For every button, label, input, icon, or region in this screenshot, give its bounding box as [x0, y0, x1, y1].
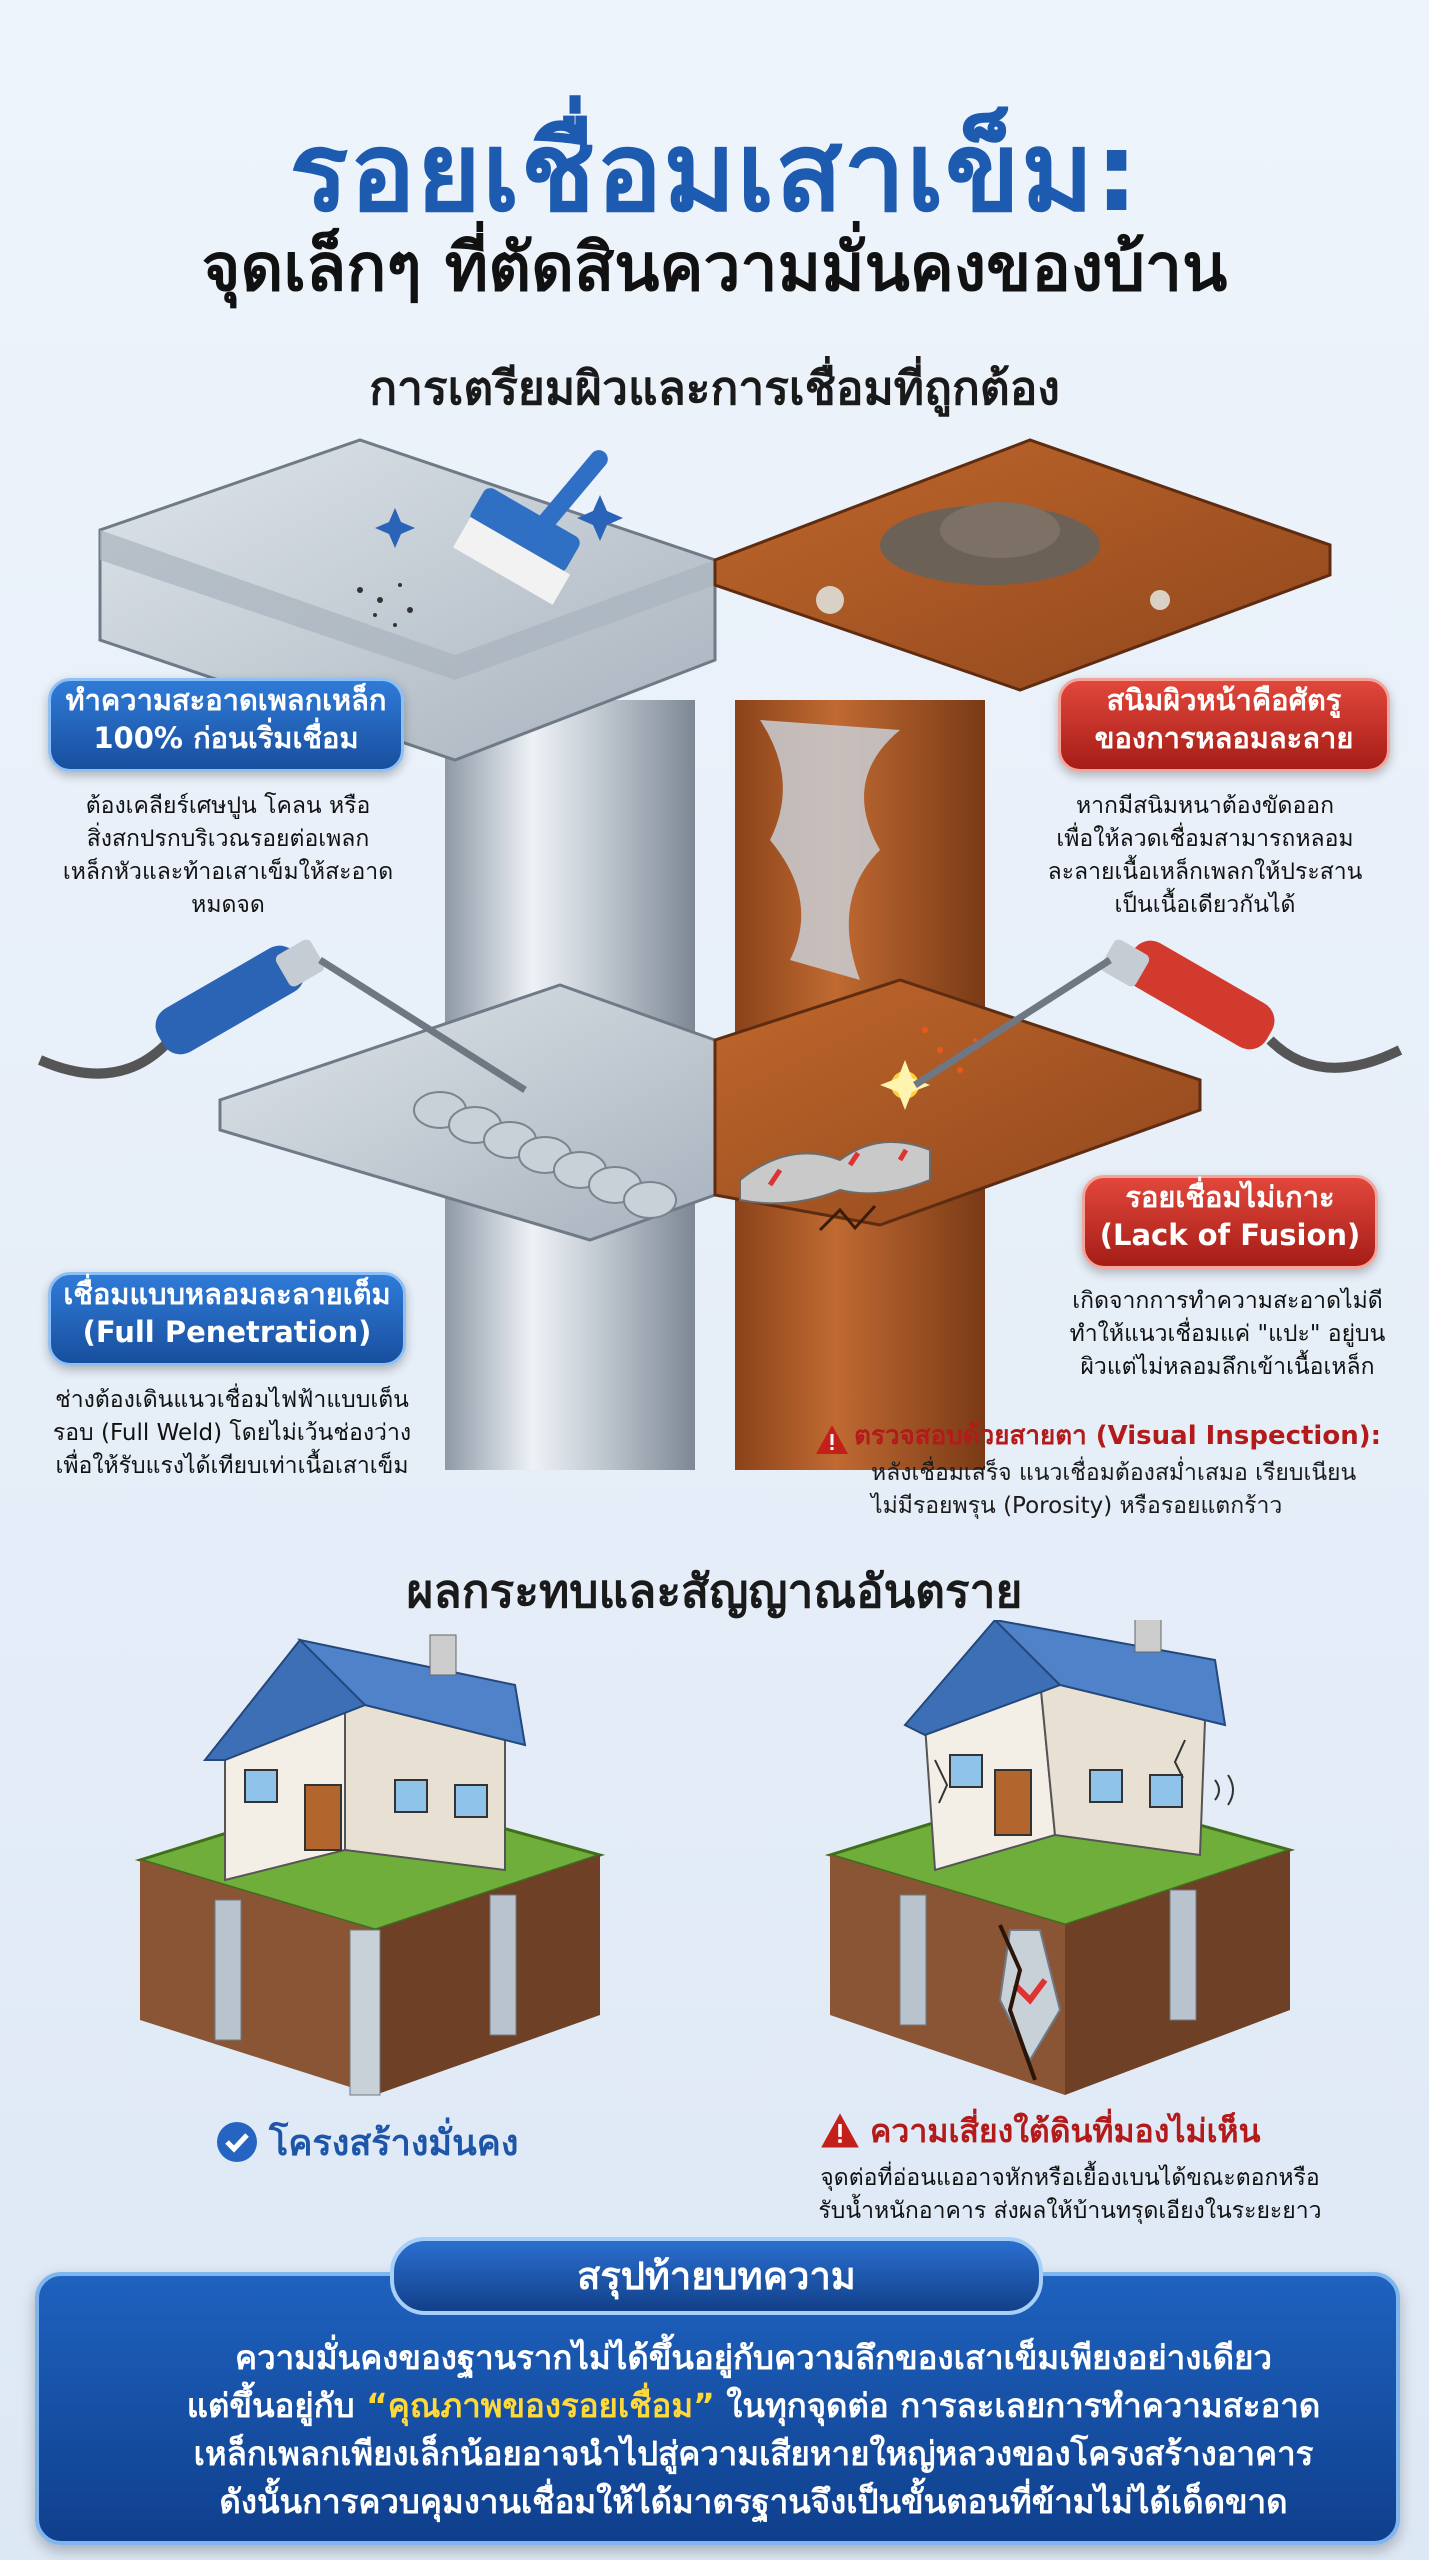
- hidden-risk-description: จุดต่อที่อ่อนแออาจหักหรือเยื้องเบนได้ขณะ…: [818, 2165, 1322, 2224]
- visual-inspection-title: ตรวจสอบด้วยสายตา (Visual Inspection):: [854, 1421, 1381, 1451]
- visual-inspection-desc: หลังเชื่อมเสร็จ แนวเชื่อมต้องสม่ำเสมอ เร…: [871, 1459, 1357, 1486]
- poor-weld-bead: [739, 1141, 931, 1232]
- full-penetration-description: ช่างต้องเดินแนวเชื่อมไฟฟ้าแบบเต็นรอบ (Fu…: [52, 1387, 412, 1479]
- house-comparison-illustration: [134, 1620, 1296, 2096]
- wire-brush-icon: [453, 450, 608, 605]
- section-heading-impact: ผลกระทบและสัญญาณอันตราย: [406, 1564, 1023, 1618]
- red-welding-torch-icon: [913, 939, 1403, 1088]
- summary-line-3: เหล็กเพลกเพียงเล็กน้อยอาจนำไปสู่ความเสีย…: [193, 2434, 1314, 2473]
- clean-plate-callout: ทำความสะอาดเพลกเหล็ก 100% ก่อนเริ่มเชื่อ…: [48, 678, 404, 772]
- stable-structure-label: โครงสร้างมั่นคง: [215, 2118, 518, 2166]
- sparkle-icon: [577, 495, 623, 541]
- sparkle-icon: [375, 508, 415, 548]
- summary-heading: สรุปท้ายบทความ: [390, 2237, 1043, 2315]
- lack-of-fusion-callout: รอยเชื่อมไม่เกาะ (Lack of Fusion): [1082, 1175, 1378, 1269]
- summary-line-1: ความมั่นคงของฐานรากไม่ได้ขึ้นอยู่กับความ…: [235, 2338, 1272, 2377]
- warning-icon: [816, 1424, 848, 1454]
- summary-line-2: แต่ขึ้นอยู่กับ “คุณภาพของรอยเชื่อม” ในทุ…: [186, 2386, 1321, 2425]
- summary-highlight: “คุณภาพของรอยเชื่อม”: [366, 2386, 715, 2425]
- main-subtitle: จุดเล็กๆ ที่ตัดสินความมั่นคงของบ้าน: [201, 229, 1228, 306]
- summary-line-4: ดังนั้นการควบคุมงานเชื่อมให้ได้มาตรฐานจึ…: [219, 2482, 1288, 2521]
- spark-icon: [880, 1027, 977, 1110]
- sinking-house-illustration: [824, 1620, 1296, 2095]
- main-title: รอยเชื่อมเสาเข็ม:: [289, 108, 1140, 236]
- check-circle-icon: [217, 2122, 257, 2162]
- blue-welding-torch-icon: [37, 939, 527, 1093]
- clean-plate-description: ต้องเคลียร์เศษปูน โคลน หรือสิ่งสกปรกบริเ…: [62, 793, 394, 918]
- ground-crack: [998, 1924, 1037, 2081]
- visual-inspection-desc: ไม่มีรอยพรุน (Porosity) หรือรอยแตกร้าว: [871, 1492, 1283, 1519]
- rust-enemy-callout: สนิมผิวหน้าคือศัตรู ของการหลอมละลาย: [1058, 678, 1390, 772]
- warning-icon: [821, 2113, 859, 2148]
- crack-line: [818, 1204, 877, 1232]
- section-heading-preparation: การเตรียมผิวและการเชื่อมที่ถูกต้อง: [369, 361, 1060, 415]
- lack-of-fusion-description: เกิดจากการทำความสะอาดไม่ดีทำให้แนวเชื่อม…: [1069, 1288, 1386, 1380]
- visual-inspection-note: ตรวจสอบด้วยสายตา (Visual Inspection): หล…: [815, 1415, 1415, 1523]
- full-penetration-callout: เชื่อมแบบหลอมละลายเต็ม (Full Penetration…: [48, 1272, 406, 1366]
- full-weld-bead: [413, 1091, 677, 1219]
- summary-box: ความมั่นคงของฐานรากไม่ได้ขึ้นอยู่กับความ…: [35, 2272, 1400, 2545]
- hidden-risk-label: ความเสี่ยงใต้ดินที่มองไม่เห็น: [818, 2107, 1260, 2155]
- rust-enemy-description: หากมีสนิมหนาต้องขัดออกเพื่อให้ลวดเชื่อมส…: [1047, 793, 1363, 918]
- stable-house-illustration: [134, 1634, 606, 2096]
